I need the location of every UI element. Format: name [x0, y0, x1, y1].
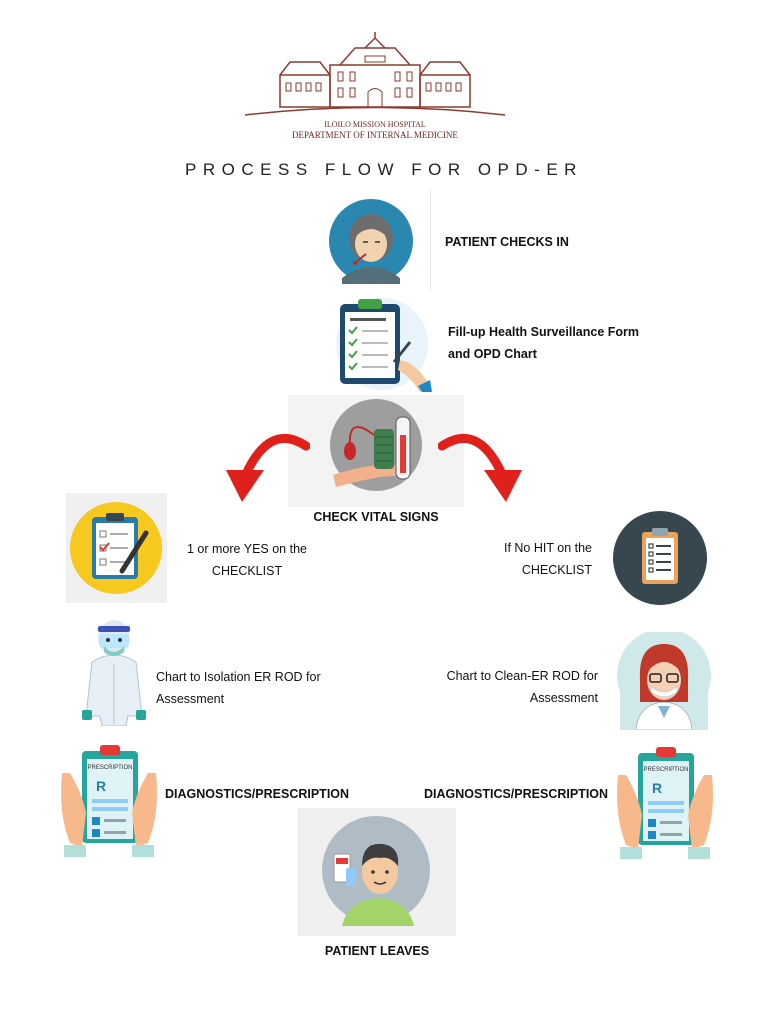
- department-name: DEPARTMENT OF INTERNAL MEDICINE: [292, 130, 458, 140]
- svg-text:R: R: [96, 778, 106, 794]
- ppe-doctor-icon: [78, 618, 150, 726]
- no-checklist-icon: [612, 510, 708, 606]
- step-clean: Chart to Clean-ER ROD for Assessment: [430, 665, 598, 709]
- prescription-label: PRESCRIPTION: [643, 767, 688, 773]
- hospital-name: ILOILO MISSION HOSPITAL: [324, 120, 426, 129]
- page-title: PROCESS FLOW FOR OPD-ER: [185, 160, 583, 179]
- step-fill-up-line1: Fill-up Health Surveillance Form: [448, 325, 640, 339]
- step-diagnostics-right: DIAGNOSTICS/PRESCRIPTION: [424, 787, 609, 801]
- step-isolation: Chart to Isolation ER ROD for Assessment: [156, 666, 321, 710]
- prescription-icon-right: PRESCRIPTION R: [608, 735, 722, 861]
- hospital-building-icon: [244, 32, 506, 116]
- prescription-label: PRESCRIPTION: [87, 765, 132, 771]
- step-isolation-line2: Assessment: [156, 692, 225, 706]
- health-form-icon: [330, 294, 432, 392]
- sick-patient-icon: [328, 198, 414, 284]
- step-no: If No HIT on the CHECKLIST: [470, 537, 592, 581]
- step-clean-line1: Chart to Clean-ER ROD for: [446, 669, 598, 683]
- blood-pressure-icon: [288, 395, 464, 507]
- hospital-logo: ILOILO MISSION HOSPITAL DEPARTMENT OF IN…: [240, 30, 510, 150]
- prescription-icon: PRESCRIPTION R: [61, 745, 157, 857]
- step-yes: 1 or more YES on the CHECKLIST: [172, 538, 322, 582]
- prescription-icon-left: PRESCRIPTION R: [56, 733, 162, 859]
- yes-checklist-icon: [66, 493, 167, 603]
- step-yes-line2: CHECKLIST: [211, 564, 283, 578]
- right-arrow-icon: [438, 428, 530, 508]
- prescription-icon: PRESCRIPTION R: [617, 747, 713, 859]
- svg-text:R: R: [652, 780, 662, 796]
- step-vitals: CHECK VITAL SIGNS: [313, 510, 439, 524]
- left-arrow-icon: [218, 428, 310, 508]
- step-no-line1: If No HIT on the: [503, 541, 592, 555]
- step-clean-line2: Assessment: [529, 691, 598, 705]
- step-patient-leaves: PATIENT LEAVES: [324, 944, 430, 958]
- divider: [430, 190, 431, 290]
- female-doctor-icon: [614, 632, 714, 730]
- step-fill-up: Fill-up Health Surveillance Form and OPD…: [448, 321, 639, 365]
- patient-leaves-icon: [298, 808, 456, 936]
- step-isolation-line1: Chart to Isolation ER ROD for: [156, 670, 321, 684]
- step-diagnostics-left: DIAGNOSTICS/PRESCRIPTION: [165, 787, 350, 801]
- step-fill-up-line2: and OPD Chart: [448, 347, 537, 361]
- step-check-in: PATIENT CHECKS IN: [445, 235, 569, 249]
- step-yes-line1: 1 or more YES on the: [187, 542, 307, 556]
- step-no-line2: CHECKLIST: [521, 563, 592, 577]
